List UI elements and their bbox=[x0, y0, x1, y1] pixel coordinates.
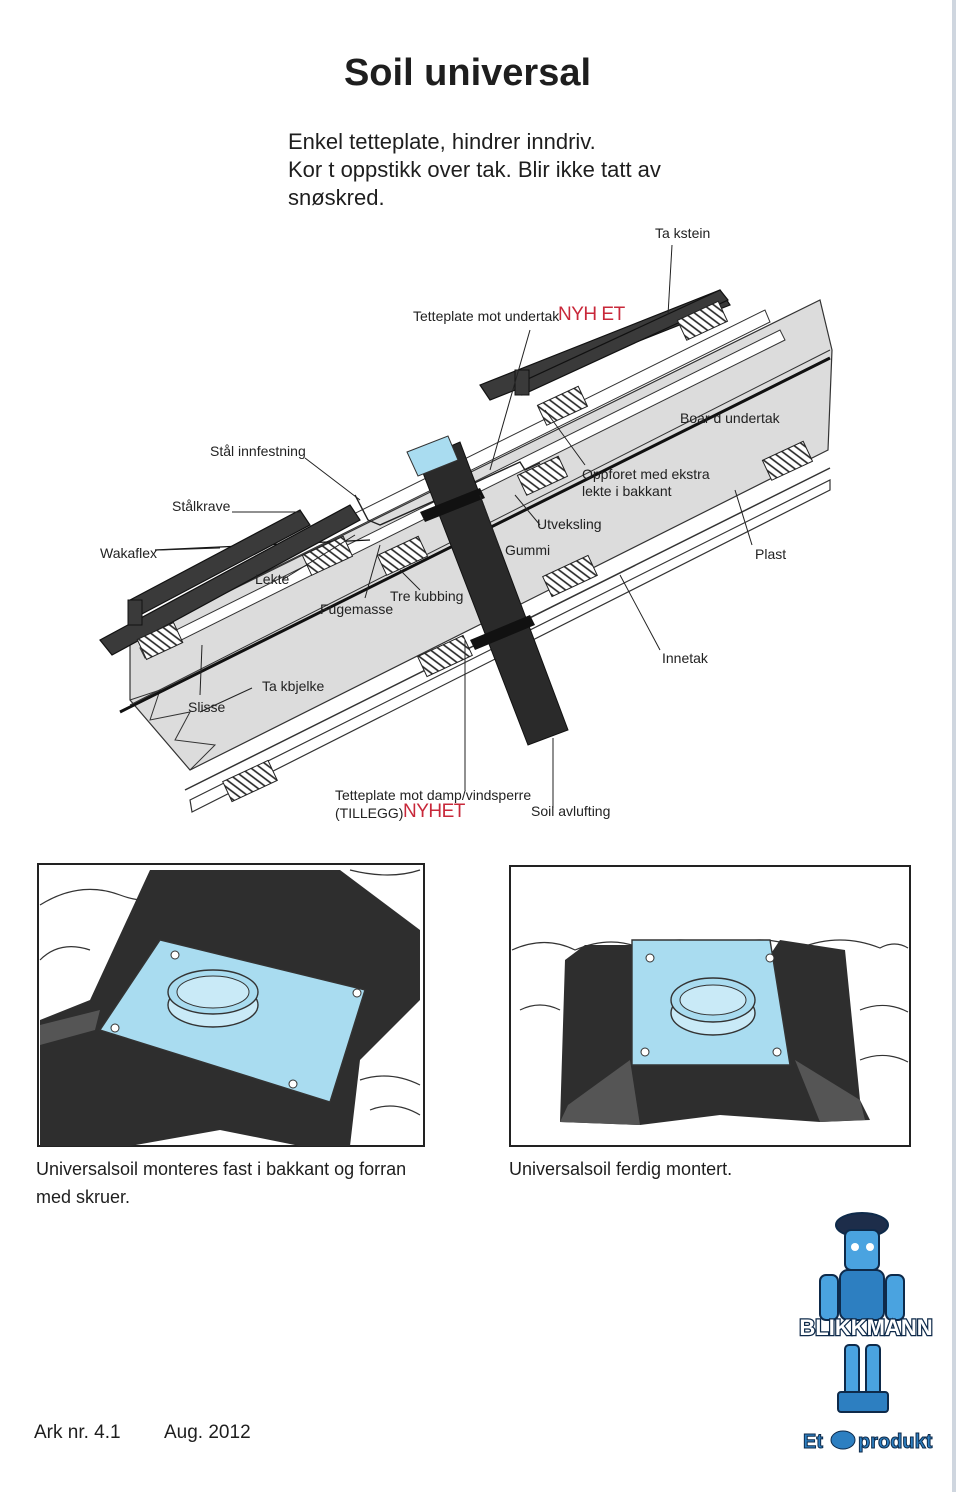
roof-tiles bbox=[99, 289, 731, 656]
intro-line-1: Enkel tetteplate, hindrer inndriv. bbox=[288, 129, 596, 154]
caption-right: Universalsoil ferdig montert. bbox=[509, 1159, 733, 1179]
label-takbjelke: Ta kbjelke bbox=[262, 678, 325, 694]
intro-line-2: Kor t oppstikk over tak. Blir ikke tatt … bbox=[288, 157, 661, 182]
leader-lines bbox=[159, 244, 753, 808]
label-innetak: Innetak bbox=[662, 650, 708, 666]
label-takstein: Ta kstein bbox=[655, 225, 711, 241]
label-wakaflex: Wakaflex bbox=[100, 545, 158, 561]
intro-text: Enkel tetteplate, hindrer inndriv. Kor t… bbox=[288, 128, 728, 212]
caption-left: Universalsoil monteres fast i bakkant og… bbox=[36, 1155, 456, 1211]
footer-sheet-number: Ark nr. 4.1 bbox=[34, 1422, 121, 1443]
label-tillegg: (TILLEGG) bbox=[335, 805, 404, 821]
intro-line-3: snøskred. bbox=[288, 185, 385, 210]
label-nyhet-top: NYH ET bbox=[558, 304, 625, 325]
label-stalkrave: Stålkrave bbox=[172, 498, 231, 514]
soil-vent-pipe bbox=[406, 435, 569, 746]
label-oppforet-1: Oppforet med ekstra bbox=[582, 466, 710, 482]
label-fugemasse: Fugemasse bbox=[320, 601, 394, 617]
battens bbox=[136, 300, 814, 803]
label-gummi: Gummi bbox=[505, 542, 551, 558]
label-slisse: Slisse bbox=[188, 699, 226, 715]
label-tetteplate-undertak: Tetteplate mot undertak bbox=[413, 308, 560, 324]
caption-left-line-1: Universalsoil monteres fast i bakkant og… bbox=[36, 1159, 407, 1179]
caption-left-line-2: med skruer. bbox=[36, 1187, 131, 1207]
label-lekte: Lekte bbox=[255, 571, 290, 587]
label-plast: Plast bbox=[755, 546, 787, 562]
roof-section-diagram bbox=[99, 244, 833, 813]
page-title: Soil universal bbox=[343, 52, 592, 94]
label-soil-avlufting: Soil avlufting bbox=[531, 803, 611, 819]
label-stal-innfestning: Stål innfestning bbox=[210, 443, 306, 459]
label-utveksling: Utveksling bbox=[537, 516, 602, 532]
label-oppforet-2: lekte i bakkant bbox=[582, 483, 672, 499]
label-tetteplate-damp: Tetteplate mot damp/vindsperre bbox=[335, 787, 532, 803]
label-tre-kubbing: Tre kubbing bbox=[390, 588, 464, 604]
label-board-undertak: Boar d undertak bbox=[680, 410, 780, 426]
footer-date: Aug. 2012 bbox=[164, 1422, 251, 1443]
label-nyhet-bottom: NYHET bbox=[403, 801, 465, 822]
